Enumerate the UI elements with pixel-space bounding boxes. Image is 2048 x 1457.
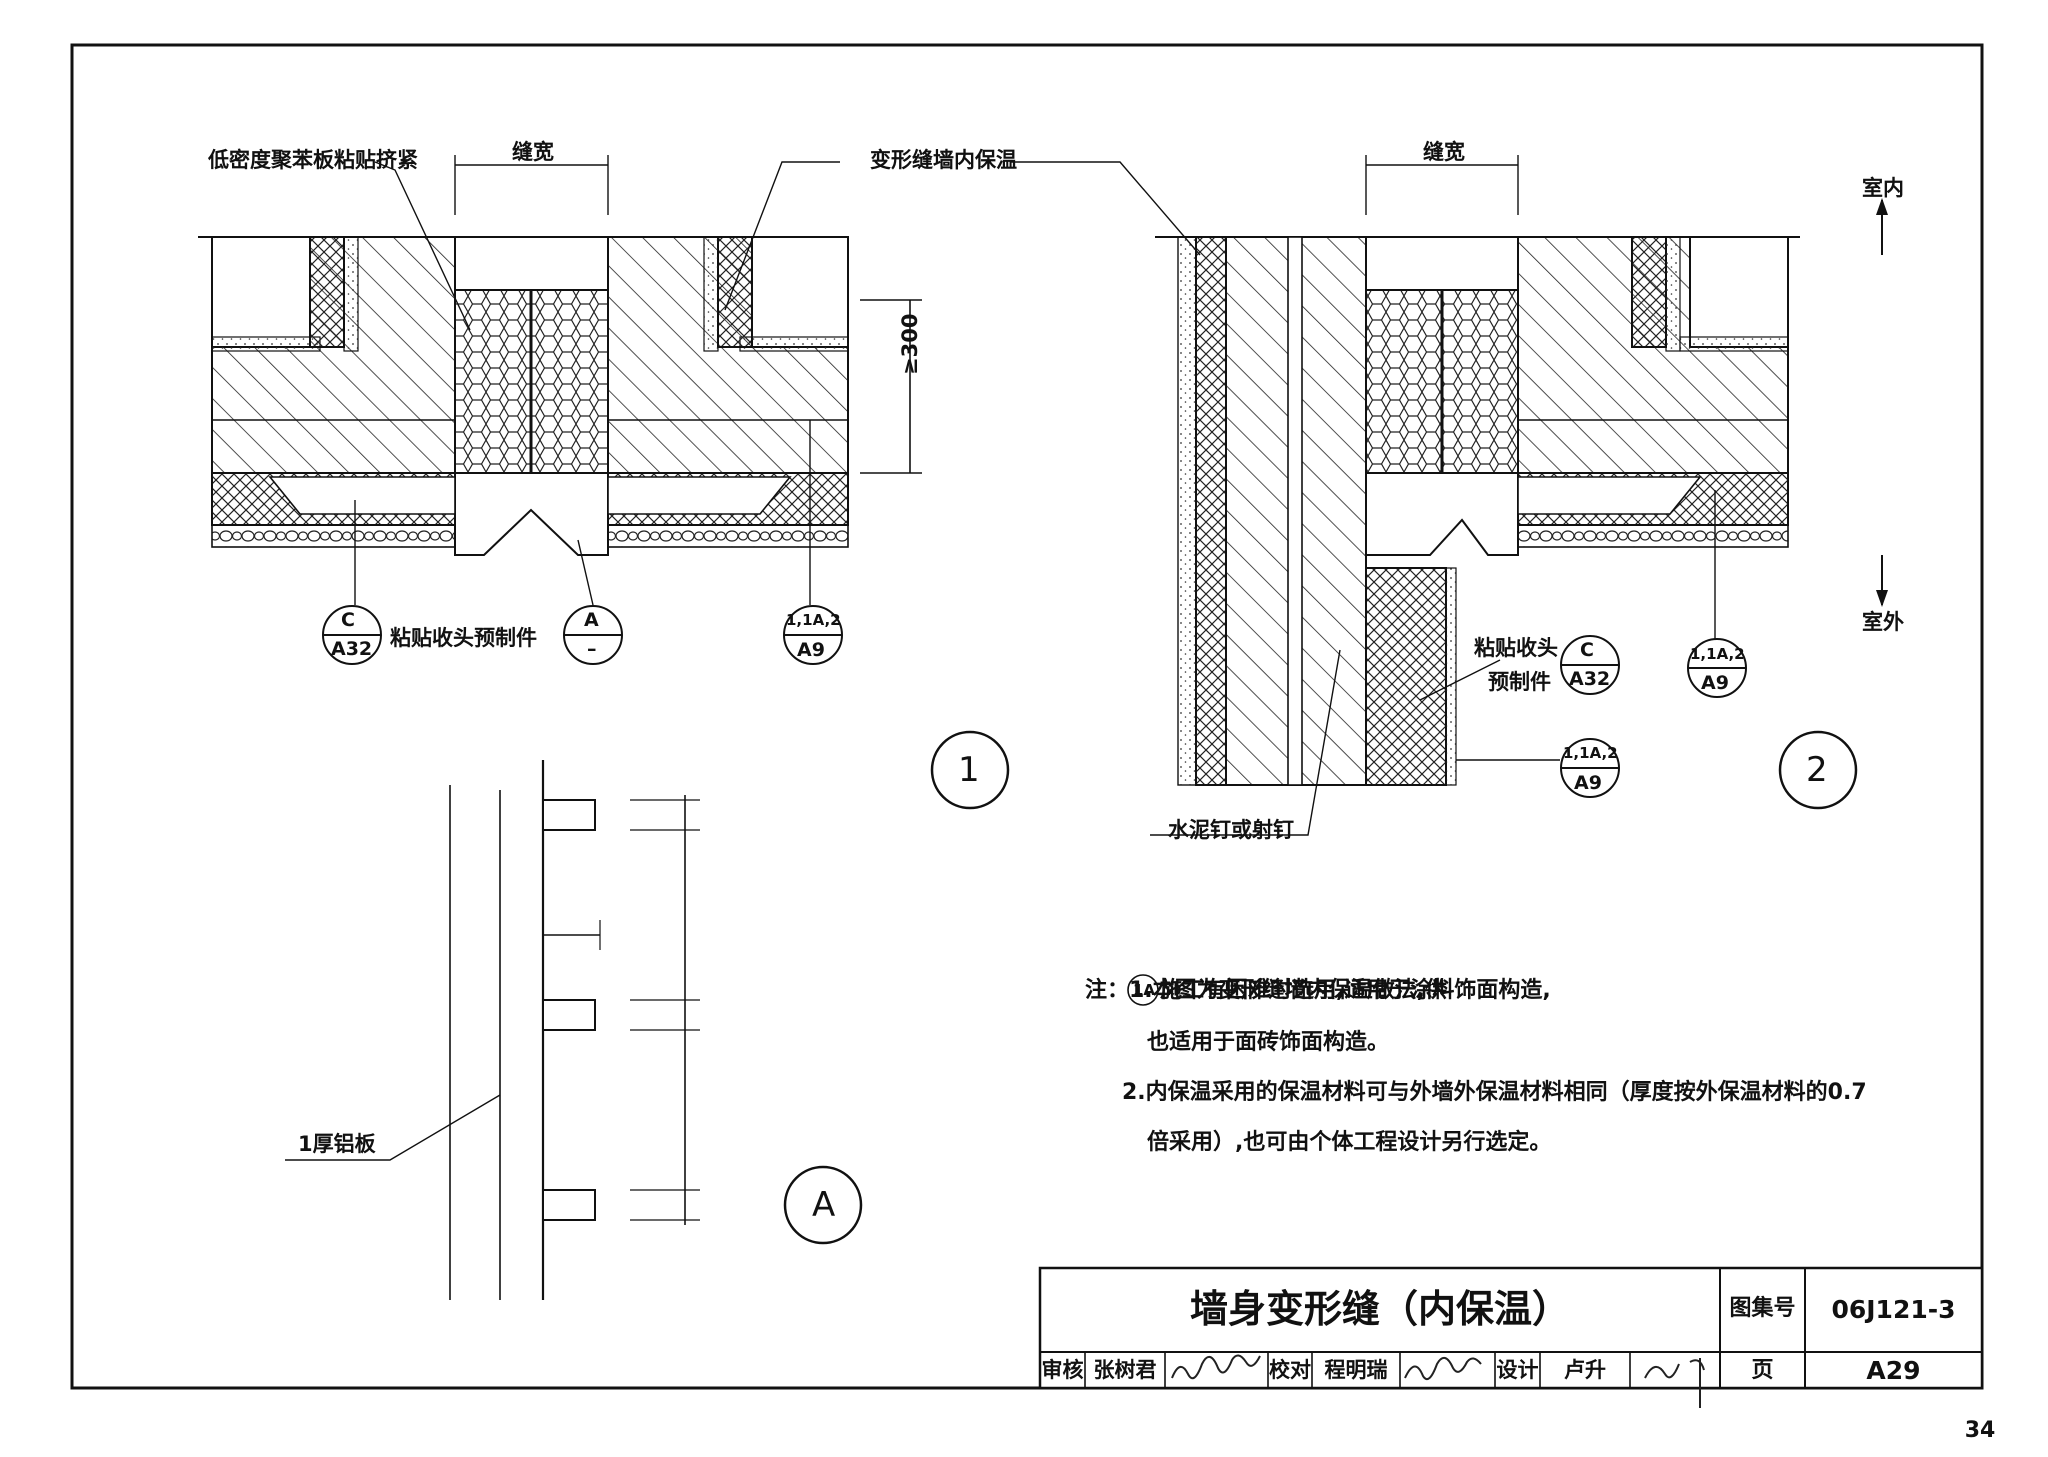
title-block bbox=[1038, 1266, 1984, 1408]
ref-a-bottom: – bbox=[587, 638, 597, 660]
detail-number-a: A bbox=[812, 1185, 836, 1225]
detail-1 bbox=[198, 155, 922, 606]
detail-number-1: 1 bbox=[958, 750, 980, 790]
page-number: A29 bbox=[1866, 1356, 1921, 1385]
ref-circle-a9-left bbox=[783, 605, 843, 665]
nail-label: 水泥钉或射钉 bbox=[1168, 818, 1294, 842]
atlas-label: 图集号 bbox=[1729, 1296, 1796, 1321]
review-label: 审核 bbox=[1041, 1358, 1084, 1382]
detail-circle-a bbox=[783, 1165, 863, 1245]
ref-c-top: C bbox=[341, 609, 355, 631]
ref-circle-c-a32 bbox=[322, 605, 382, 665]
sheet-number: 34 bbox=[1964, 1418, 1996, 1443]
ref-circle-c-a32-right bbox=[1560, 635, 1620, 695]
ref-a-top: A bbox=[584, 609, 599, 631]
joint-width-label-1: 缝宽 bbox=[512, 140, 554, 164]
sheet-border bbox=[70, 43, 1984, 1390]
outdoor-label: 室外 bbox=[1862, 610, 1904, 634]
signature-checker bbox=[1404, 1357, 1482, 1380]
detail-2 bbox=[1010, 155, 1888, 836]
ref-a9-top-right-bottom: 1,1A,2 bbox=[1563, 744, 1618, 762]
signature-reviewer bbox=[1171, 1354, 1261, 1380]
detail-number-2: 2 bbox=[1806, 750, 1828, 790]
inner-insulation-label: 变形缝墙内保温 bbox=[870, 148, 1017, 172]
ref-a9-top-right-top: 1,1A,2 bbox=[1690, 645, 1745, 663]
atlas-number: 06J121-3 bbox=[1831, 1295, 1956, 1324]
reviewer-name: 张树君 bbox=[1093, 1358, 1157, 1382]
page-label: 页 bbox=[1751, 1358, 1774, 1383]
note-1-circle-text: 1A bbox=[1133, 981, 1156, 999]
signature-designer bbox=[1644, 1358, 1705, 1408]
ref-a9-bottom-left: A9 bbox=[797, 639, 825, 661]
checker-name: 程明瑞 bbox=[1324, 1358, 1388, 1382]
joint-width-label-2: 缝宽 bbox=[1423, 140, 1465, 164]
drawing-title: 墙身变形缝（内保温） bbox=[1189, 1287, 1570, 1331]
ref-a9-bottom-right-bottom: A9 bbox=[1574, 772, 1602, 794]
ref-c-top-right: C bbox=[1580, 639, 1594, 661]
check-label: 校对 bbox=[1269, 1358, 1311, 1382]
ref-circle-a9-right-bottom bbox=[1560, 738, 1620, 798]
ref-a9-bottom-right-top: A9 bbox=[1701, 672, 1729, 694]
ref-circle-a bbox=[563, 605, 623, 665]
design-label: 设计 bbox=[1496, 1358, 1539, 1382]
min-dim-300: ≥300 bbox=[898, 313, 922, 375]
detail-circle-2 bbox=[1778, 730, 1858, 810]
indoor-label: 室内 bbox=[1862, 176, 1904, 200]
ref-a9-top-left: 1,1A,2 bbox=[786, 611, 841, 629]
designer-name: 卢升 bbox=[1564, 1358, 1606, 1382]
detail-circle-1 bbox=[930, 730, 1010, 810]
note-1-part-c: 也适用于面砖饰面构造。 bbox=[1147, 1030, 1390, 1055]
note-2-part-b: 倍采用）,也可由个体工程设计另行选定。 bbox=[1147, 1130, 1552, 1155]
aluminum-label: 1厚铝板 bbox=[298, 1132, 376, 1156]
note-1-part-b: 施工有困难时选用,适用于涂料饰面构造, bbox=[1160, 978, 1551, 1003]
trim-piece-label: 粘贴收头预制件 bbox=[390, 626, 537, 650]
eps-fill-label: 低密度聚苯板粘贴挤紧 bbox=[208, 148, 418, 172]
note-ref-circle bbox=[1127, 974, 1159, 1006]
detail-a bbox=[285, 760, 700, 1300]
ref-a32-bottom-right: A32 bbox=[1569, 668, 1611, 690]
note-1-part-a: 注：1.本图为变形缝墙内保温做法,供 bbox=[1085, 978, 1448, 1003]
ref-a32-bottom: A32 bbox=[331, 638, 373, 660]
ref-circle-a9-right-top bbox=[1687, 638, 1747, 698]
note-2-part-a: 2.内保温采用的保温材料可与外墙外保温材料相同（厚度按外保温材料的0.7 bbox=[1122, 1080, 1867, 1105]
trim-piece-label-line1: 粘贴收头 bbox=[1474, 636, 1558, 660]
trim-piece-label-line2: 预制件 bbox=[1488, 670, 1551, 694]
